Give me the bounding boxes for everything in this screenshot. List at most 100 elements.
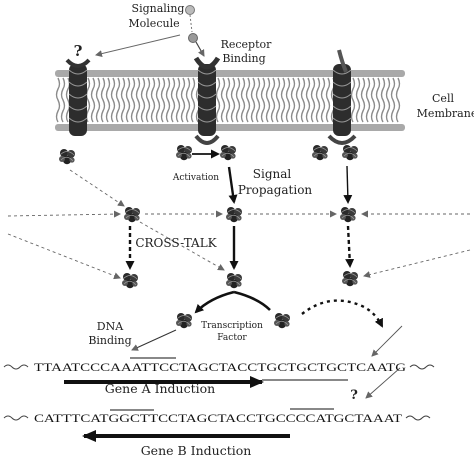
lipid-tail — [90, 77, 96, 123]
lipid-tail — [320, 77, 326, 123]
lipid-tail — [225, 77, 231, 123]
cell-membrane-label-2: Membrane — [417, 107, 474, 120]
question-mark-gene-b: ? — [350, 388, 358, 403]
crosstalk-arrow-a — [69, 169, 125, 207]
lipid-tail — [230, 77, 236, 123]
gene-b-dna-strand-right — [405, 415, 431, 421]
lipid-tail — [310, 77, 316, 123]
gene-a-dna-strand-right — [409, 364, 435, 370]
lipid-tail — [130, 77, 136, 123]
gene-a-dna-strand-left — [3, 364, 29, 370]
lipid-tail — [190, 77, 196, 123]
lipid-tail — [285, 77, 291, 123]
lipid-tail — [375, 77, 381, 123]
cell-membrane-label-1: Cell — [432, 92, 454, 105]
gene-a-right-pointer — [371, 325, 403, 357]
receptor-middle-binding-site — [193, 56, 221, 70]
gene-b-dotted-arrow — [301, 299, 384, 328]
crosstalk-arrow-c — [7, 233, 121, 280]
lipid-tail — [370, 77, 376, 123]
lipid-tail — [290, 77, 296, 123]
propagation-arrow-1 — [227, 166, 238, 204]
protein-left-low — [121, 272, 139, 289]
tf-arrow-left — [194, 290, 235, 314]
ligand-approach-line — [189, 14, 193, 33]
lipid-tail — [350, 77, 356, 123]
lipid-tail — [175, 77, 181, 123]
receptor-binding-label-2: Binding — [222, 52, 265, 65]
lipid-tail — [395, 77, 401, 123]
lipid-tail — [110, 77, 116, 123]
lipid-tail — [300, 77, 306, 123]
transcription-factor-label-2: Factor — [217, 333, 247, 343]
signal-propagation-label-1: Signal — [253, 167, 292, 181]
lipid-tail — [355, 77, 361, 123]
receptor-binding-label-1: Receptor — [221, 38, 273, 51]
activation-label: Activation — [172, 173, 219, 183]
lipid-tail — [180, 77, 186, 123]
lipid-tail — [365, 77, 371, 123]
ligand-to-left-receptor-arrow — [95, 34, 181, 58]
lipid-tail — [95, 77, 101, 123]
lipid-tail — [100, 77, 106, 123]
crosstalk-arrow-f — [139, 221, 225, 271]
lipid-tail — [115, 77, 121, 123]
transcription-factor-left — [175, 312, 193, 329]
lipid-tail — [55, 77, 61, 123]
lipid-tail — [235, 77, 241, 123]
lipid-tail — [150, 77, 156, 123]
crosstalk-arrow-h — [363, 249, 471, 278]
protein-right-low — [341, 270, 359, 287]
lipid-tail — [295, 77, 301, 123]
lipid-tail — [155, 77, 161, 123]
gene-b-pointer — [365, 367, 401, 399]
lipid-tail — [240, 77, 246, 123]
right-pathway-arrow-2 — [345, 225, 355, 268]
protein-activation-b — [219, 144, 237, 161]
lipid-tail — [280, 77, 286, 123]
signaling-molecule-dot — [185, 5, 195, 15]
lipid-tail — [160, 77, 166, 123]
protein-right-b — [341, 144, 359, 161]
signaling-molecule-dot-bound — [188, 33, 198, 43]
lipid-tail — [135, 77, 141, 123]
signaling-molecule-label-1: Signaling — [132, 2, 185, 15]
lipid-tail — [140, 77, 146, 123]
protein-left-top — [58, 148, 76, 165]
lipid-tail — [315, 77, 321, 123]
right-pathway-arrow-1 — [343, 165, 353, 204]
lipid-tail — [215, 77, 221, 123]
lipid-tail — [305, 77, 311, 123]
lipid-tail — [245, 77, 251, 123]
lipid-tail — [390, 77, 396, 123]
lipid-tail — [165, 77, 171, 123]
protein-left-mid — [123, 206, 141, 223]
lipid-tail — [275, 77, 281, 123]
receptor-left — [68, 63, 88, 137]
protein-activation-a — [175, 144, 193, 161]
dna-binding-label-2: Binding — [88, 334, 131, 347]
receptor-middle-intracellular — [194, 134, 220, 145]
lipid-tail — [125, 77, 131, 123]
gene-b-label: Gene B Induction — [141, 443, 252, 458]
lipid-tail — [270, 77, 276, 123]
ligand-to-middle-receptor-arrow — [195, 41, 205, 57]
protein-right-mid — [339, 206, 357, 223]
lipid-tail — [250, 77, 256, 123]
protein-middle-low — [225, 272, 243, 289]
crosstalk-arrow-b — [7, 210, 121, 218]
signaling-molecule-label-2: Molecule — [128, 17, 179, 30]
question-mark-top: ? — [74, 42, 83, 60]
lipid-tail — [385, 77, 391, 123]
protein-middle-mid — [225, 206, 243, 223]
signal-propagation-label-2: Propagation — [238, 183, 313, 197]
dna-binding-arrow — [131, 329, 177, 351]
lipid-tail — [170, 77, 176, 123]
transcription-factor-label-1: Transcription — [201, 321, 263, 331]
cross-talk-label: CROSS-TALK — [135, 236, 217, 250]
protein-right-a — [311, 144, 329, 161]
transcription-factor-right — [273, 312, 291, 329]
lipid-tail — [145, 77, 151, 123]
lipid-tail — [260, 77, 266, 123]
